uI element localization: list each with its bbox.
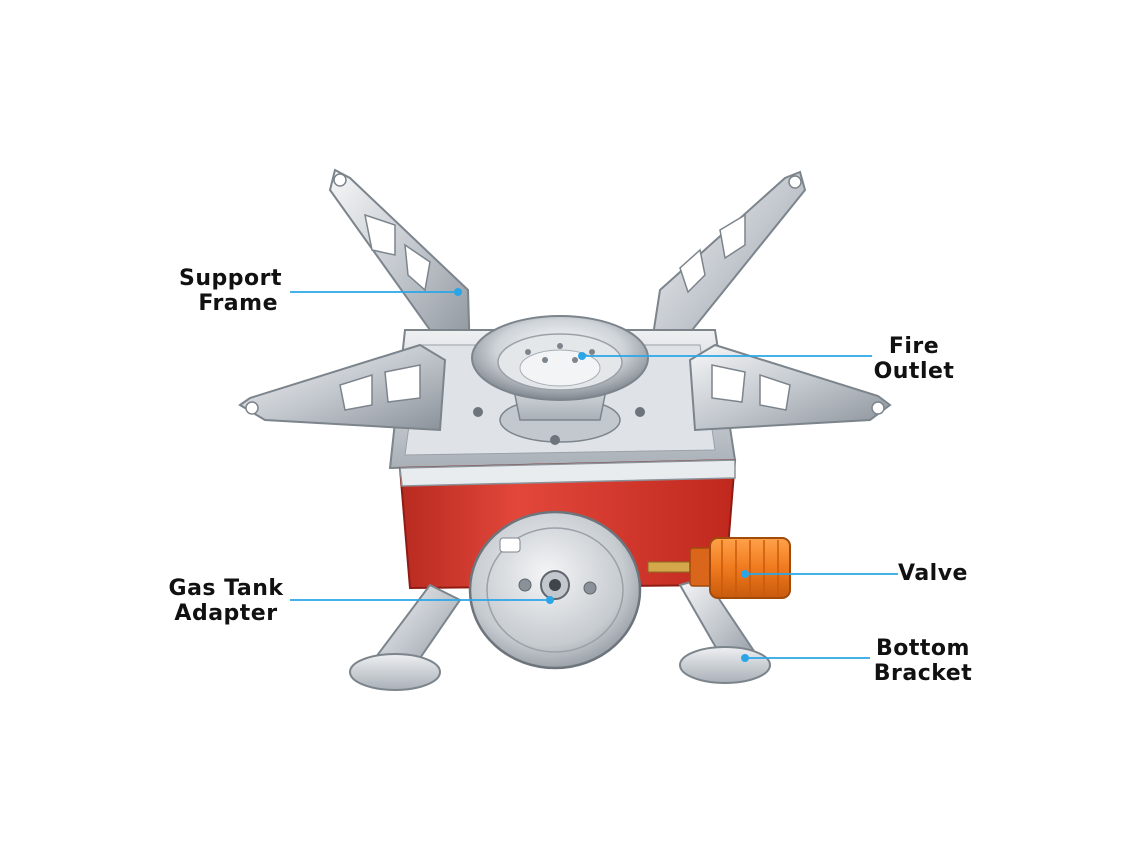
label-bottom-bracket: Bottom Bracket	[868, 636, 978, 686]
label-support-frame-line1: Support	[179, 266, 282, 291]
support-arm-front-left	[238, 343, 447, 432]
label-bottom-bracket-line1: Bottom	[876, 636, 970, 661]
leader-support-frame	[290, 288, 462, 296]
label-support-frame: Support Frame	[150, 266, 282, 316]
label-gas-tank-adapter-line1: Gas Tank	[168, 576, 284, 601]
gas-tank-adapter	[468, 510, 642, 670]
label-valve-line1: Valve	[898, 561, 968, 586]
label-bottom-bracket-line2: Bracket	[873, 661, 973, 686]
leader-fire-outlet	[578, 352, 872, 360]
label-gas-tank-adapter-line2: Adapter	[174, 601, 278, 626]
leader-lines	[290, 288, 898, 662]
label-fire-outlet: Fire Outlet	[866, 334, 962, 384]
valve-knob	[647, 537, 791, 599]
label-fire-outlet-line2: Outlet	[873, 359, 955, 384]
support-arm-front-right	[688, 343, 892, 432]
label-gas-tank-adapter: Gas Tank Adapter	[160, 576, 292, 626]
burner	[471, 315, 649, 445]
leader-bottom-bracket	[741, 654, 870, 662]
label-support-frame-line2: Frame	[198, 291, 278, 316]
support-arm-back-left	[328, 168, 472, 367]
label-fire-outlet-line1: Fire	[888, 334, 940, 359]
leader-gas-tank-adapter	[290, 596, 554, 604]
label-valve: Valve	[898, 561, 988, 586]
leader-valve	[741, 570, 898, 578]
